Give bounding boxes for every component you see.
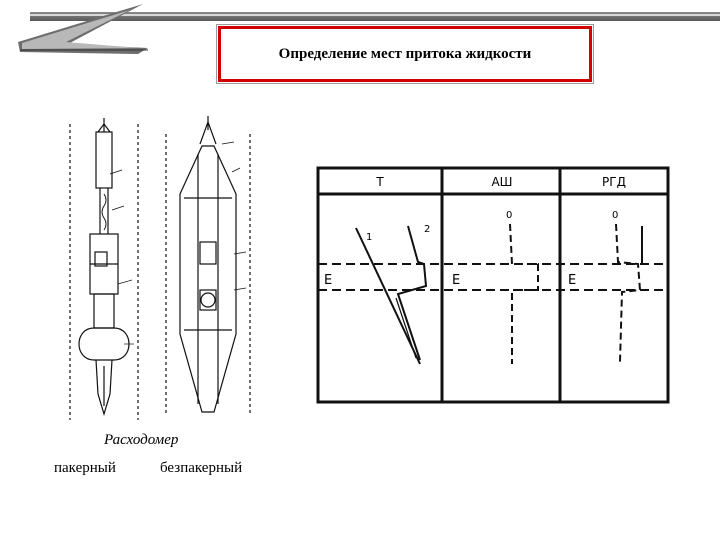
zero-label: 0 xyxy=(506,210,512,221)
top-bar-highlight xyxy=(30,14,720,16)
flow-profile-graphs: Т АШ РГД 1 2 0 0 Е Е Е xyxy=(316,166,670,404)
graph-column-label: РГД xyxy=(602,175,626,189)
zero-label: 0 xyxy=(612,210,618,221)
interval-label: Е xyxy=(452,273,460,288)
interval-label: Е xyxy=(568,273,576,288)
graph-column-label: Т xyxy=(375,175,384,189)
flowmeter-devices-drawing xyxy=(69,116,251,420)
caption-flowmeter: Расходомер xyxy=(104,432,179,448)
caption-packer: пакерный xyxy=(54,460,116,476)
page-title: Определение мест притока жидкости xyxy=(278,45,532,62)
interval-label: Е xyxy=(324,273,332,288)
curve-label: 1 xyxy=(366,232,372,243)
title-box: Определение мест притока жидкости xyxy=(216,24,594,84)
graph-column-label: АШ xyxy=(491,175,512,189)
curve-label: 2 xyxy=(424,224,430,235)
caption-non-packer: безпакерный xyxy=(160,460,243,476)
arrow-logo-icon xyxy=(18,4,148,54)
top-bar xyxy=(30,12,720,21)
